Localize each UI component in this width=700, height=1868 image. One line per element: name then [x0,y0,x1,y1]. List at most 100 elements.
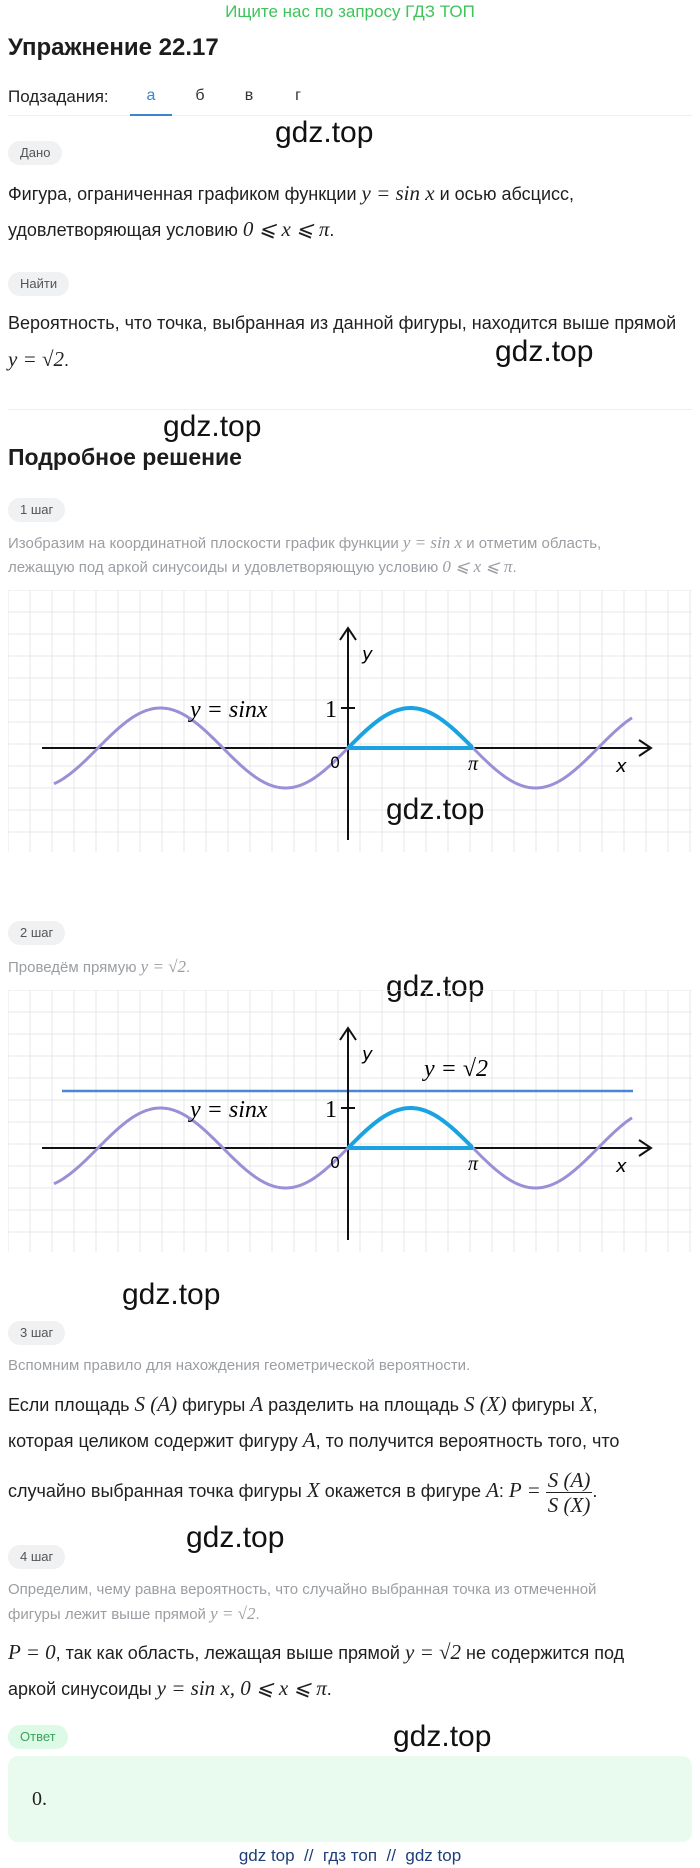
fraction-denominator: S (X) [547,1492,591,1517]
watermark: gdz.top [275,116,374,149]
text-fragment: аркой синусоиды [8,1679,157,1699]
math-expression: A [302,1428,316,1452]
text-fragment: Проведём прямую [8,959,141,976]
math-expression: y = sin x [361,181,435,205]
text-fragment: фигуры [506,1395,580,1415]
answer-value: 0. [32,1788,47,1810]
step-4-line-1: P = 0, так как область, лежащая выше пря… [8,1634,694,1671]
text-fragment: . [592,1481,598,1501]
x-axis-label: x [615,756,627,777]
origin-label: 0 [330,753,340,772]
text-fragment: фигуры [177,1395,251,1415]
math-expression: y = sin x [402,533,463,552]
watermark: gdz.top [386,970,485,1003]
y-axis-arrow [339,626,357,641]
grid-lines [8,590,692,852]
step-4-intro-line-1: Определим, чему равна вероятность, что с… [8,1581,597,1598]
math-expression: y = sin x, 0 ⩽ x ⩽ π [156,1676,327,1700]
region-arch [346,706,474,750]
step-2-pill: 2 шаг [8,921,66,945]
origin-label: 0 [330,1153,340,1172]
given-line-2: удовлетворяющая условию 0 ⩽ x ⩽ π. [8,211,694,248]
search-banner[interactable]: Ищите нас по запросу ГДЗ ТОП [225,2,475,21]
section-divider [8,409,692,410]
footer-links[interactable]: gdz top // гдз топ // gdz top [238,1846,462,1865]
text-fragment: лежащую под аркой синусоиды и удовлетвор… [8,559,443,576]
text-fragment: Фигура, ограниченная графиком функции [8,184,362,204]
math-expression: 0 ⩽ x ⩽ π [442,557,513,576]
text-fragment: фигуры лежит выше прямой [8,1606,211,1623]
subtask-tab-a[interactable]: а [146,87,156,104]
math-expression: A [250,1392,264,1416]
fraction-numerator: S (A) [545,1467,593,1493]
exercise-title: Упражнение 22.17 [8,34,219,61]
text-fragment: Изобразим на координатной плоскости граф… [8,535,403,552]
step-3-line-1: Если площадь S (A) фигуры A разделить на… [8,1386,694,1423]
math-expression: y = √2 [140,957,187,976]
text-fragment: . [326,1679,332,1699]
math-expression: A [486,1478,499,1502]
graph-sine-region: y x 0 1 π y = sinx [8,590,692,852]
text-fragment: , так как область, лежащая выше прямой [55,1643,405,1663]
text-fragment: Если площадь [8,1395,135,1415]
line-label: y = √2 [422,1056,488,1082]
step-4-line-2: аркой синусоиды y = sin x, 0 ⩽ x ⩽ π. [8,1670,694,1707]
math-expression: P = [508,1478,541,1502]
find-line-2: y = √2. [8,341,694,378]
math-expression: X [579,1392,593,1416]
text-fragment: . [64,350,70,370]
step-1-text-line-1: Изобразим на координатной плоскости граф… [8,531,694,556]
math-expression: 0 ⩽ x ⩽ π [242,217,330,241]
step-1-text-line-2: лежащую под аркой синусоиды и удовлетвор… [8,555,694,580]
region-arch [346,1106,474,1150]
watermark: gdz.top [393,1720,492,1753]
math-expression: S (A) [134,1392,178,1416]
watermark: gdz.top [163,410,262,443]
watermark: gdz.top [495,335,594,368]
answer-box [8,1756,692,1842]
step-3-line-3: случайно выбранная точка фигуры X окажет… [8,1458,694,1523]
x-axis-arrow [638,739,653,757]
text-fragment: . [186,959,191,976]
given-line-1: Фигура, ограниченная графиком функции y … [8,175,694,212]
watermark: gdz.top [122,1278,221,1311]
math-expression: P = 0 [8,1640,56,1664]
math-expression: y = √2 [8,347,65,371]
graph-sine-with-line: y x 0 1 π y = sinx y = √2 [8,990,692,1252]
text-fragment: : [498,1481,509,1501]
text-fragment: которая целиком содержит фигуру [8,1431,303,1451]
subtasks-label: Подзадания: [8,87,109,106]
step-1-pill: 1 шаг [8,498,66,522]
text-fragment: случайно выбранная точка фигуры [8,1481,307,1501]
subtask-tab-g[interactable]: г [295,87,301,104]
step-4-intro-line-2: фигуры лежит выше прямой y = √2. [8,1602,694,1627]
active-tab-indicator [130,114,172,116]
pi-label: π [468,1153,479,1175]
find-pill: Найти [8,272,70,296]
text-fragment: и осью абсцисс, [434,184,575,204]
step-2-text: Проведём прямую y = √2. [8,955,694,980]
y-axis-label: y [361,644,373,665]
watermark: gdz.top [386,793,485,826]
text-fragment: . [255,1606,260,1623]
probability-fraction: S (A)S (X) [545,1467,593,1517]
subtask-tab-b[interactable]: б [195,87,205,104]
text-fragment: . [512,559,517,576]
math-expression: y = √2 [210,1604,256,1623]
curve-label: y = sinx [188,697,268,723]
watermark: gdz.top [186,1521,285,1554]
text-fragment: . [329,220,335,240]
solution-title: Подробное решение [8,444,242,470]
one-label: 1 [325,1097,337,1123]
x-axis-arrow [638,1139,653,1157]
subtask-tab-v[interactable]: в [244,87,254,104]
text-fragment: разделить на площадь [263,1395,465,1415]
x-axis-label: x [615,1156,627,1177]
step-3-pill: 3 шаг [8,1321,66,1345]
step-3-intro: Вспомним правило для нахождения геометри… [8,1357,471,1374]
y-axis-arrow [339,1026,357,1041]
text-fragment: и отметим область, [462,535,602,552]
pi-label: π [468,753,479,775]
text-fragment: , [592,1395,598,1415]
given-pill: Дано [8,141,63,165]
